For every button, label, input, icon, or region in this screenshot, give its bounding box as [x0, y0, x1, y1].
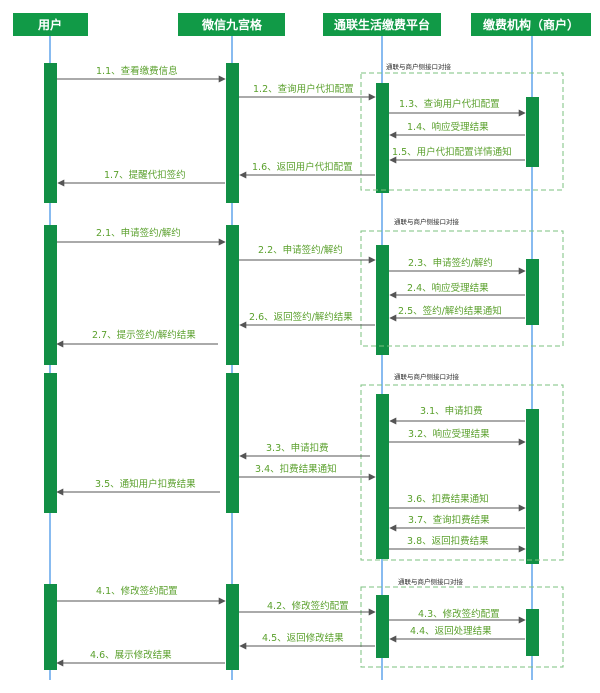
message-2-2-label: 2.2、申请签约/解约: [258, 244, 343, 256]
participant-platform: 通联生活缴费平台: [323, 13, 441, 36]
message-2-3-label: 2.3、申请签约/解约: [408, 257, 493, 269]
message-1-1-label: 1.1、查看缴费信息: [96, 65, 178, 77]
message-1-1: 1.1、查看缴费信息: [57, 65, 226, 83]
message-1-4-label: 1.4、响应受理结果: [407, 121, 489, 133]
message-1-7-label: 1.7、提醒代扣签约: [104, 169, 186, 181]
message-3-1: 3.1、申请扣费: [389, 405, 525, 425]
message-2-6-label: 2.6、返回签约/解约结果: [249, 311, 353, 323]
participant-user: 用户: [13, 13, 88, 36]
message-4-5: 4.5、返回修改结果: [239, 632, 375, 650]
message-3-3: 3.3、申请扣费: [239, 442, 370, 460]
activation-platform-1: [376, 83, 389, 193]
participant-merchant: 缴费机构（商户）: [471, 13, 591, 36]
activation-wechat-1: [226, 63, 239, 203]
activation-merchant-3: [526, 409, 539, 564]
participant-user-label: 用户: [37, 17, 62, 32]
interface-frame-2: 通联与商户侧接口对接: [360, 217, 564, 347]
message-4-3: 4.3、修改签约配置: [389, 608, 526, 624]
interface-frame-4-label: 通联与商户侧接口对接: [398, 577, 464, 586]
message-3-6-label: 3.6、扣费结果通知: [407, 493, 489, 505]
message-4-6-label: 4.6、展示修改结果: [90, 649, 172, 661]
message-2-7: 2.7、提示签约/解约结果: [56, 329, 218, 348]
participant-wechat-label: 微信九宫格: [201, 17, 263, 32]
message-4-6: 4.6、展示修改结果: [56, 649, 225, 667]
message-1-6: 1.6、返回用户代扣配置: [239, 161, 375, 179]
message-4-5-label: 4.5、返回修改结果: [262, 632, 344, 644]
interface-frame-3: 通联与商户侧接口对接: [360, 372, 564, 561]
activation-wechat-3: [226, 373, 239, 513]
message-2-6: 2.6、返回签约/解约结果: [239, 311, 375, 329]
message-1-5-label: 1.5、用户代扣配置详情通知: [392, 146, 512, 158]
message-3-3-label: 3.3、申请扣费: [266, 442, 329, 454]
activation-user-1: [44, 63, 57, 203]
interface-frame-3-label: 通联与商户侧接口对接: [394, 372, 460, 381]
message-3-1-label: 3.1、申请扣费: [420, 405, 483, 417]
interface-frame-1-label: 通联与商户侧接口对接: [386, 62, 452, 71]
message-1-3-label: 1.3、查询用户代扣配置: [399, 98, 500, 110]
message-2-2: 2.2、申请签约/解约: [239, 244, 376, 264]
activation-wechat-4: [226, 584, 239, 670]
message-4-2-label: 4.2、修改签约配置: [267, 600, 349, 612]
message-4-1: 4.1、修改签约配置: [57, 585, 226, 605]
message-2-4-label: 2.4、响应受理结果: [407, 282, 489, 294]
message-3-8-label: 3.8、返回扣费结果: [407, 535, 489, 547]
message-1-7: 1.7、提醒代扣签约: [57, 169, 225, 187]
message-3-4: 3.4、扣费结果通知: [239, 463, 376, 481]
message-1-2-label: 1.2、查询用户代扣配置: [253, 83, 354, 95]
message-3-7-label: 3.7、查询扣费结果: [408, 514, 490, 526]
activation-merchant-4: [526, 609, 539, 656]
activation-user-4: [44, 584, 57, 670]
interface-frame-1: 通联与商户侧接口对接: [360, 62, 564, 191]
message-4-1-label: 4.1、修改签约配置: [96, 585, 178, 597]
message-1-3: 1.3、查询用户代扣配置: [389, 98, 526, 117]
activation-merchant-2: [526, 259, 539, 325]
message-4-3-label: 4.3、修改签约配置: [418, 608, 500, 620]
message-3-2: 3.2、响应受理结果: [389, 428, 526, 446]
message-2-1-label: 2.1、申请签约/解约: [96, 227, 181, 239]
message-4-4-label: 4.4、返回处理结果: [410, 625, 492, 637]
message-2-4: 2.4、响应受理结果: [389, 282, 525, 299]
activation-user-3: [44, 373, 57, 513]
activation-platform-4: [376, 595, 389, 658]
activation-wechat-2: [226, 225, 239, 365]
activation-platform-2: [376, 245, 389, 355]
message-3-5: 3.5、通知用户扣费结果: [56, 478, 220, 496]
message-2-1: 2.1、申请签约/解约: [57, 227, 226, 246]
activation-user-2: [44, 225, 57, 365]
message-1-4: 1.4、响应受理结果: [389, 121, 525, 139]
message-3-7: 3.7、查询扣费结果: [389, 514, 525, 532]
interface-frame-2-label: 通联与商户侧接口对接: [394, 217, 460, 226]
message-3-6: 3.6、扣费结果通知: [389, 493, 526, 512]
message-1-5: 1.5、用户代扣配置详情通知: [389, 146, 525, 164]
message-2-3: 2.3、申请签约/解约: [389, 257, 526, 275]
message-4-4: 4.4、返回处理结果: [389, 625, 525, 643]
message-1-6-label: 1.6、返回用户代扣配置: [252, 161, 353, 173]
message-1-2: 1.2、查询用户代扣配置: [239, 83, 376, 101]
message-3-2-label: 3.2、响应受理结果: [408, 428, 490, 440]
activation-platform-3: [376, 394, 389, 559]
participant-merchant-label: 缴费机构（商户）: [483, 17, 579, 32]
participant-wechat: 微信九宫格: [178, 13, 285, 36]
message-4-2: 4.2、修改签约配置: [239, 600, 376, 616]
message-3-4-label: 3.4、扣费结果通知: [255, 463, 337, 475]
participant-platform-label: 通联生活缴费平台: [334, 17, 430, 32]
message-2-5: 2.5、签约/解约结果通知: [389, 305, 525, 322]
message-3-8: 3.8、返回扣费结果: [389, 535, 526, 553]
message-2-5-label: 2.5、签约/解约结果通知: [398, 305, 502, 317]
message-3-5-label: 3.5、通知用户扣费结果: [95, 478, 196, 490]
message-2-7-label: 2.7、提示签约/解约结果: [92, 329, 196, 341]
activation-merchant-1: [526, 97, 539, 167]
interface-frame-4: 通联与商户侧接口对接: [360, 577, 564, 668]
